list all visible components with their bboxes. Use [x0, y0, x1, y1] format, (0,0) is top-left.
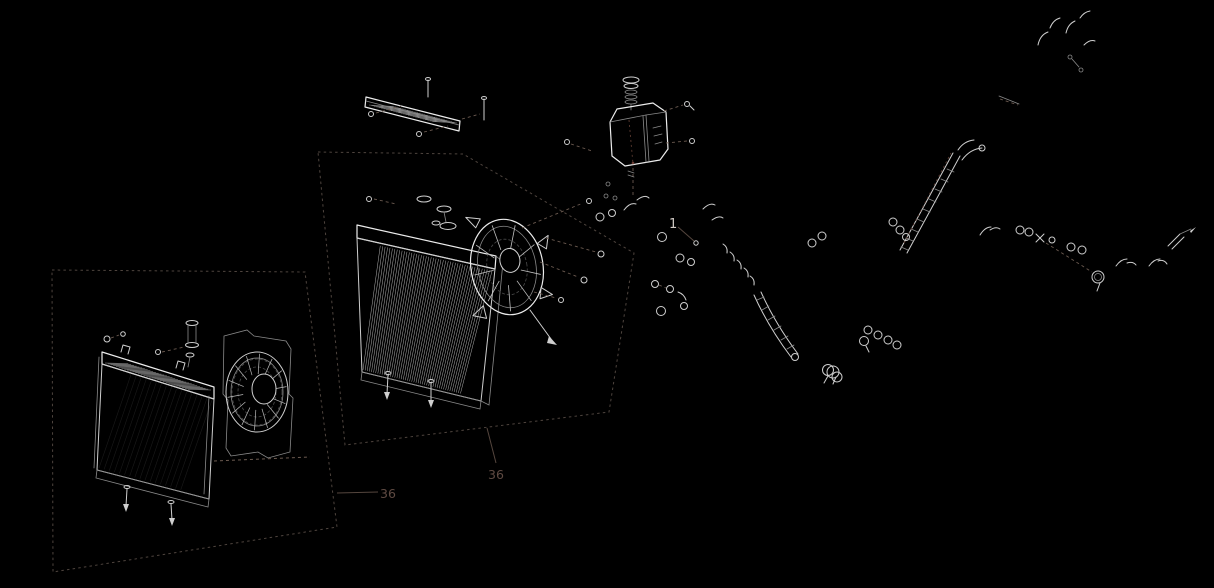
- fan-tab: [536, 234, 549, 250]
- hose-end-fitting: [1167, 227, 1196, 250]
- screw-icon: [123, 485, 131, 489]
- hose-clamp-network: 1: [595, 10, 1196, 385]
- left-hardware: [103, 320, 311, 526]
- bolt-icon: [103, 335, 111, 343]
- label-leader: [486, 427, 497, 464]
- hose-clamp-icon: [859, 336, 869, 346]
- label-leader: [336, 491, 379, 494]
- hose-clamp-icon: [687, 258, 695, 266]
- ref-label-center: 36: [488, 467, 504, 482]
- hose-clamp-icon: [831, 371, 843, 383]
- hose-clamp-icon: [1077, 245, 1087, 255]
- spring-clamp-icon: [1091, 270, 1105, 292]
- fan-mount-leg: [529, 309, 552, 340]
- bolt-icon: [586, 198, 592, 204]
- left-assembly-panel: 36: [51, 269, 396, 573]
- bolt-icon: [689, 138, 695, 144]
- radiator-hook: [120, 344, 131, 355]
- hose-clamp-icon: [1066, 242, 1076, 252]
- hose-clamp-icon: [888, 217, 898, 227]
- hose-clamp-icon: [656, 306, 666, 316]
- bolt-icon: [155, 349, 161, 355]
- left-fan: [222, 329, 294, 459]
- left-panel-outline: [51, 269, 338, 573]
- hose-clamp-icon: [657, 232, 667, 242]
- radiator-hook: [175, 360, 186, 371]
- washer-icon: [185, 320, 199, 326]
- hose-clamp-icon: [595, 212, 605, 222]
- reservoir-cap-icon: [622, 76, 640, 84]
- bolt-icon: [612, 195, 618, 201]
- hose-clamp-icon: [895, 225, 905, 235]
- washer-icon: [185, 342, 199, 348]
- bolt-icon: [120, 331, 126, 337]
- screw-icon: [427, 379, 435, 383]
- bolt-icon: [605, 181, 611, 187]
- bushing-icon: [185, 352, 195, 358]
- center-panel-outline: [317, 151, 635, 446]
- filler-neck: [431, 220, 441, 226]
- hose-clamp-icon: [892, 340, 902, 350]
- hose-clamp-icon: [680, 302, 688, 310]
- bolt-icon: [1067, 54, 1073, 60]
- bolt-icon: [564, 139, 570, 145]
- center-radiator: [356, 195, 504, 410]
- hose-clamp-icon: [807, 238, 817, 248]
- fan-hub: [499, 247, 521, 273]
- ribbed-hose-upper: [899, 139, 986, 254]
- bolt-icon: [1078, 67, 1084, 73]
- part-label-1: 1: [669, 217, 677, 232]
- hose-clamp-icon: [883, 335, 893, 345]
- bolt-icon: [580, 276, 588, 284]
- fan-tab: [465, 216, 481, 229]
- hose-clamp-icon: [902, 233, 910, 241]
- spring-clamp-icon: [826, 365, 840, 385]
- coolant-reservoir: [564, 76, 695, 201]
- center-assembly-panel: 36: [317, 77, 635, 482]
- ref-label-left: 36: [380, 486, 396, 501]
- left-radiator: [93, 344, 215, 508]
- hose-clamp-icon: [608, 209, 616, 217]
- hose-clamp-icon: [675, 253, 685, 263]
- fan-hub: [251, 373, 277, 405]
- bolt-icon: [597, 250, 605, 258]
- bolt-icon: [366, 196, 372, 202]
- label-leader: [677, 226, 695, 242]
- hose-clamp-icon: [1015, 225, 1025, 235]
- bolt-icon: [603, 193, 609, 199]
- ribbed-hose-lower: [753, 291, 799, 361]
- reservoir-body: [609, 102, 669, 167]
- screw-icon: [384, 371, 392, 375]
- fan-tab: [539, 286, 553, 300]
- hose-clamp-icon: [651, 280, 659, 288]
- hose-clamp-icon: [873, 330, 883, 340]
- bolt-icon: [684, 101, 690, 107]
- bolt-cross-icon: [1035, 233, 1045, 243]
- mounting-bracket: [364, 77, 487, 137]
- screw-icon: [167, 500, 175, 504]
- hose-clamp-icon: [1024, 227, 1034, 237]
- washer-icon: [439, 222, 457, 230]
- bolt-icon: [558, 297, 564, 303]
- washer-icon: [436, 205, 452, 213]
- hose-clamp-icon: [817, 231, 827, 241]
- hose-clamp-icon: [666, 285, 674, 293]
- washer-icon: [416, 195, 432, 203]
- center-fan: [465, 198, 605, 345]
- hose-clamp-icon: [863, 325, 873, 335]
- fan-tab: [472, 305, 488, 319]
- bolt-icon: [416, 131, 422, 137]
- hose-clamp-icon: [1048, 236, 1056, 244]
- bolt-icon: [368, 111, 374, 117]
- fan-shroud: [222, 329, 294, 459]
